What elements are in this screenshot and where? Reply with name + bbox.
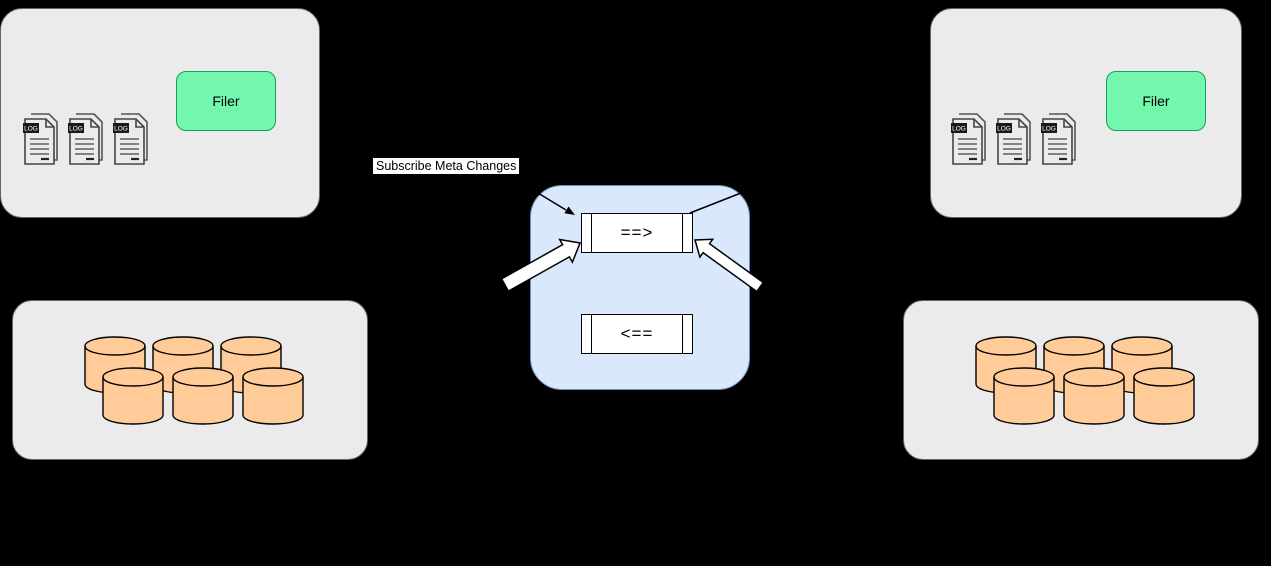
database-cylinder-icon (172, 367, 234, 425)
database-cylinder-icon (993, 367, 1055, 425)
queue-backward-label: <== (620, 324, 654, 343)
log-file-icon: LOG (996, 113, 1031, 165)
filer-label: Filer (212, 93, 240, 109)
log-badge (68, 123, 84, 133)
log-file-icon: LOG (1041, 113, 1076, 165)
filer-node: Filer (176, 71, 276, 131)
message-queue-group: ==> <== (530, 185, 750, 390)
queue-backward-node: <== (581, 314, 693, 354)
database-cylinder-icon (242, 367, 304, 425)
filer-node: Filer (1106, 71, 1206, 131)
log-badge-label: LOG (1042, 126, 1056, 133)
log-file-icon: LOG (68, 113, 103, 165)
log-badge-label: LOG (997, 126, 1011, 133)
database-cylinder-icon (1133, 367, 1195, 425)
log-badge (113, 123, 129, 133)
log-badge (23, 123, 39, 133)
queue-forward-label: ==> (620, 223, 654, 242)
log-badge-label: LOG (114, 126, 128, 133)
log-badge-label: LOG (952, 126, 966, 133)
filer-label: Filer (1142, 93, 1170, 109)
queue-forward-node: ==> (581, 213, 693, 253)
top-right-group: LOG LOG LOG Filer (930, 8, 1242, 218)
subscribe-meta-changes-label: Subscribe Meta Changes (373, 158, 520, 174)
bottom-left-group (12, 300, 368, 460)
bottom-right-group (903, 300, 1259, 460)
log-badge (1041, 123, 1057, 133)
log-badge-label: LOG (69, 126, 83, 133)
log-badge (951, 123, 967, 133)
log-file-icon: LOG (113, 113, 148, 165)
top-left-group: LOG LOG LOG Filer (0, 8, 320, 218)
log-file-icon: LOG (951, 113, 986, 165)
log-badge-label: LOG (24, 126, 38, 133)
database-cylinder-icon (102, 367, 164, 425)
log-badge (996, 123, 1012, 133)
log-file-icon: LOG (23, 113, 58, 165)
database-cylinder-icon (1063, 367, 1125, 425)
